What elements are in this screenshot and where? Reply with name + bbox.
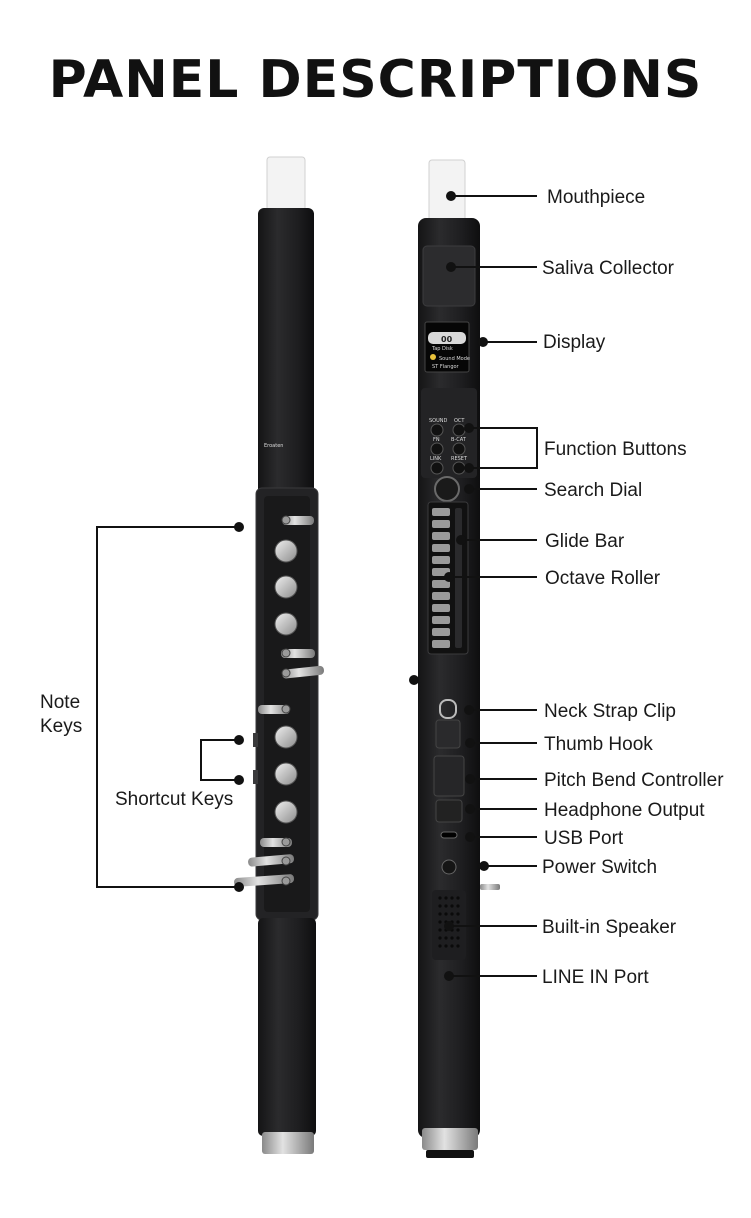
front-instrument: Eroaten	[234, 156, 324, 1154]
function-button	[430, 423, 444, 437]
search-dial	[434, 476, 460, 502]
label-function-buttons: Function Buttons	[544, 439, 687, 460]
note-key	[274, 612, 298, 636]
svg-text:SOUND: SOUND	[429, 418, 448, 424]
label-search-dial: Search Dial	[544, 480, 642, 501]
button-panel	[421, 388, 477, 478]
back-instrument: 00 Tap Disk Sound Mode ST Flangor SOUND …	[418, 159, 500, 1158]
label-saliva-collector: Saliva Collector	[542, 258, 675, 279]
page-title: PANEL DESCRIPTIONS	[48, 50, 703, 110]
right-callout-dots	[409, 191, 489, 981]
power-switch	[441, 859, 457, 875]
note-key	[274, 762, 298, 786]
label-octave-roller: Octave Roller	[545, 568, 661, 589]
shortcut-key	[253, 733, 258, 747]
callout-dot	[234, 522, 244, 532]
brand-logo: Eroaten	[264, 443, 283, 449]
display-value: 00	[441, 335, 453, 344]
svg-text:RESET: RESET	[451, 456, 468, 462]
function-button	[452, 461, 466, 475]
back-end-cap	[422, 1128, 478, 1150]
front-mouthpiece	[266, 156, 306, 214]
pitch-bend-controller	[433, 755, 465, 797]
note-key	[274, 539, 298, 563]
label-headphone-output: Headphone Output	[544, 800, 705, 821]
label-pitch-bend-controller: Pitch Bend Controller	[544, 770, 724, 791]
display-line1: Tap Disk	[431, 346, 453, 352]
lever-key	[234, 874, 295, 887]
svg-text:FN: FN	[433, 437, 440, 443]
label-power-switch: Power Switch	[542, 857, 657, 878]
note-keys-bracket	[96, 526, 239, 888]
svg-text:LINK: LINK	[430, 456, 442, 462]
display-line3: ST Flangor	[432, 364, 460, 370]
neck-strap-clip	[439, 699, 457, 719]
label-neck-strap-clip: Neck Strap Clip	[544, 701, 676, 722]
front-lower-body	[258, 918, 316, 1136]
shortcut-key	[253, 770, 258, 784]
display-line2: Sound Mode	[439, 356, 470, 362]
callout-dot	[234, 882, 244, 892]
label-display: Display	[543, 332, 606, 353]
label-glide-bar: Glide Bar	[545, 531, 625, 552]
usb-port	[440, 831, 458, 839]
callout-dot	[234, 735, 244, 745]
function-button	[430, 442, 444, 456]
front-end-cap	[262, 1132, 314, 1154]
left-callouts	[96, 526, 239, 888]
label-mouthpiece: Mouthpiece	[547, 187, 645, 208]
label-shortcut-keys: Shortcut Keys	[115, 789, 233, 810]
function-button	[452, 423, 466, 437]
side-toggle	[480, 884, 500, 890]
note-key	[274, 800, 298, 824]
lever-key	[282, 665, 324, 679]
note-key	[274, 575, 298, 599]
saliva-collector	[422, 245, 476, 307]
right-callout-lines	[449, 195, 538, 977]
label-thumb-hook: Thumb Hook	[544, 734, 653, 755]
octave-roller	[432, 508, 450, 648]
callout-dot	[234, 775, 244, 785]
function-button	[452, 442, 466, 456]
function-button	[430, 461, 444, 475]
label-line-in-port: LINE IN Port	[542, 967, 649, 988]
svg-text:B-CAT: B-CAT	[451, 437, 467, 443]
svg-text:OCT: OCT	[454, 418, 465, 424]
label-note-keys-2: Keys	[40, 716, 82, 737]
shortcut-keys-bracket	[200, 739, 239, 781]
label-built-in-speaker: Built-in Speaker	[542, 917, 677, 938]
speaker-grille	[438, 896, 460, 948]
headphone-output	[435, 799, 463, 823]
label-usb-port: USB Port	[544, 828, 624, 849]
note-key	[274, 725, 298, 749]
thumb-hook	[435, 719, 461, 749]
front-upper-body	[258, 208, 314, 498]
label-note-keys-1: Note	[40, 692, 80, 713]
